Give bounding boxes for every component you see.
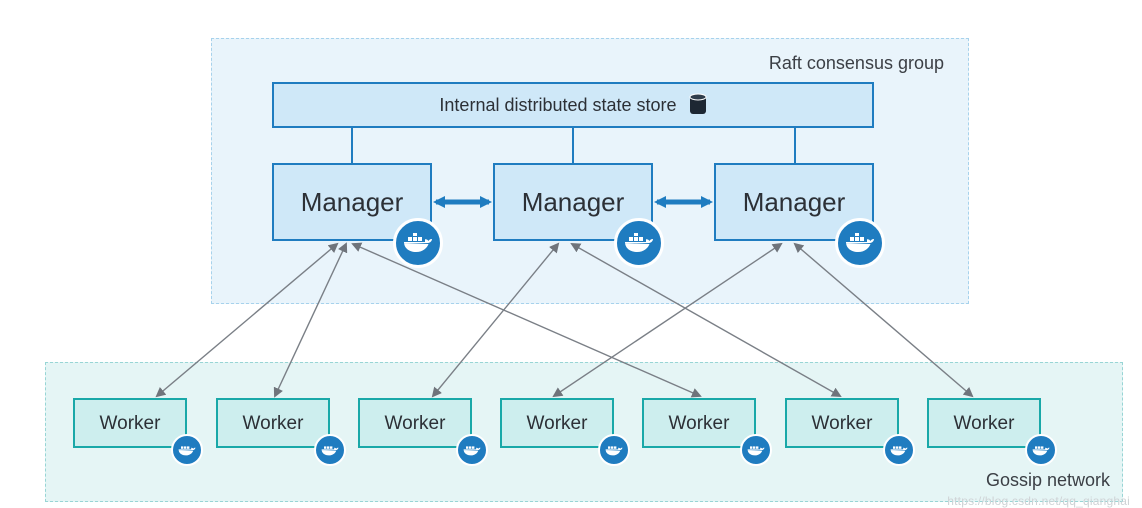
manager-worker-arrow [570, 243, 842, 397]
docker-whale-icon [614, 218, 664, 268]
watermark-text: https://blog.csdn.net/qq_qianghai [947, 494, 1130, 508]
worker-node-4: Worker [500, 398, 614, 448]
worker-node-1: Worker [73, 398, 187, 448]
manager-label: Manager [300, 187, 404, 217]
docker-whale-icon [456, 434, 488, 466]
worker-label: Worker [242, 413, 304, 434]
worker-node-5: Worker [642, 398, 756, 448]
manager-label: Manager [521, 187, 625, 217]
state-store-label: Internal distributed state store [439, 94, 677, 115]
docker-whale-icon [883, 434, 915, 466]
raft-group-label: Raft consensus group [768, 53, 944, 73]
worker-label: Worker [953, 413, 1015, 434]
manager-worker-arrow [793, 242, 974, 398]
docker-whale-icon [171, 434, 203, 466]
worker-label: Worker [811, 413, 873, 434]
manager-label: Manager [742, 187, 846, 217]
manager-node-2: Manager [493, 163, 653, 241]
database-icon [689, 93, 707, 117]
docker-whale-icon [393, 218, 443, 268]
worker-node-6: Worker [785, 398, 899, 448]
worker-label: Worker [526, 413, 588, 434]
worker-label: Worker [668, 413, 730, 434]
manager-worker-arrow [273, 242, 348, 398]
docker-whale-icon [598, 434, 630, 466]
worker-node-2: Worker [216, 398, 330, 448]
manager-worker-arrow [351, 242, 702, 398]
state-store: Internal distributed state store [272, 82, 874, 128]
manager-worker-arrow [431, 242, 560, 398]
manager-worker-arrow [552, 242, 783, 398]
docker-whale-icon [835, 218, 885, 268]
worker-node-3: Worker [358, 398, 472, 448]
docker-whale-icon [1025, 434, 1057, 466]
docker-whale-icon [740, 434, 772, 466]
docker-whale-icon [314, 434, 346, 466]
worker-label: Worker [384, 413, 446, 434]
gossip-group-label: Gossip network [985, 470, 1110, 490]
worker-node-7: Worker [927, 398, 1041, 448]
worker-label: Worker [99, 413, 161, 434]
